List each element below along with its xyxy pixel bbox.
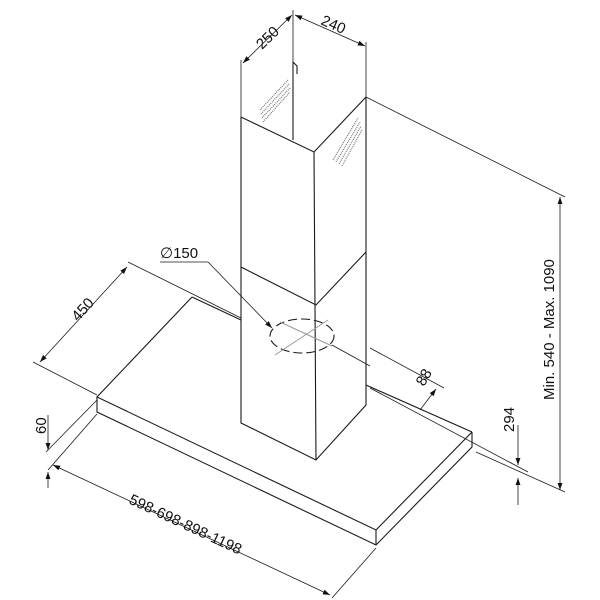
dim-diameter: ∅150: [160, 245, 273, 329]
dim-diameter-label: ∅150: [160, 245, 198, 262]
dim-60-label: 60: [33, 417, 50, 434]
dim-60: 60: [33, 399, 98, 488]
dim-88-label: 88: [413, 366, 436, 389]
vent-slots-right: [332, 117, 363, 167]
dim-450: 450: [32, 261, 242, 396]
dim-width: 598-698-898-1198: [52, 464, 377, 599]
dim-height: Min. 540 - Max. 1090: [365, 96, 566, 493]
dim-width-label: 598-698-898-1198: [126, 491, 244, 558]
dim-240-label: 240: [318, 12, 348, 38]
dim-450-label: 450: [68, 295, 97, 325]
chimney: [240, 61, 367, 461]
dim-height-label: Min. 540 - Max. 1090: [541, 259, 558, 400]
dim-88: 88: [331, 344, 445, 411]
duct-outlet: [269, 318, 335, 356]
dim-294: 294: [369, 387, 529, 505]
dim-chimney-top: 250 240: [240, 10, 367, 117]
dim-294-label: 294: [501, 407, 518, 432]
vent-slots-left: [259, 79, 291, 123]
